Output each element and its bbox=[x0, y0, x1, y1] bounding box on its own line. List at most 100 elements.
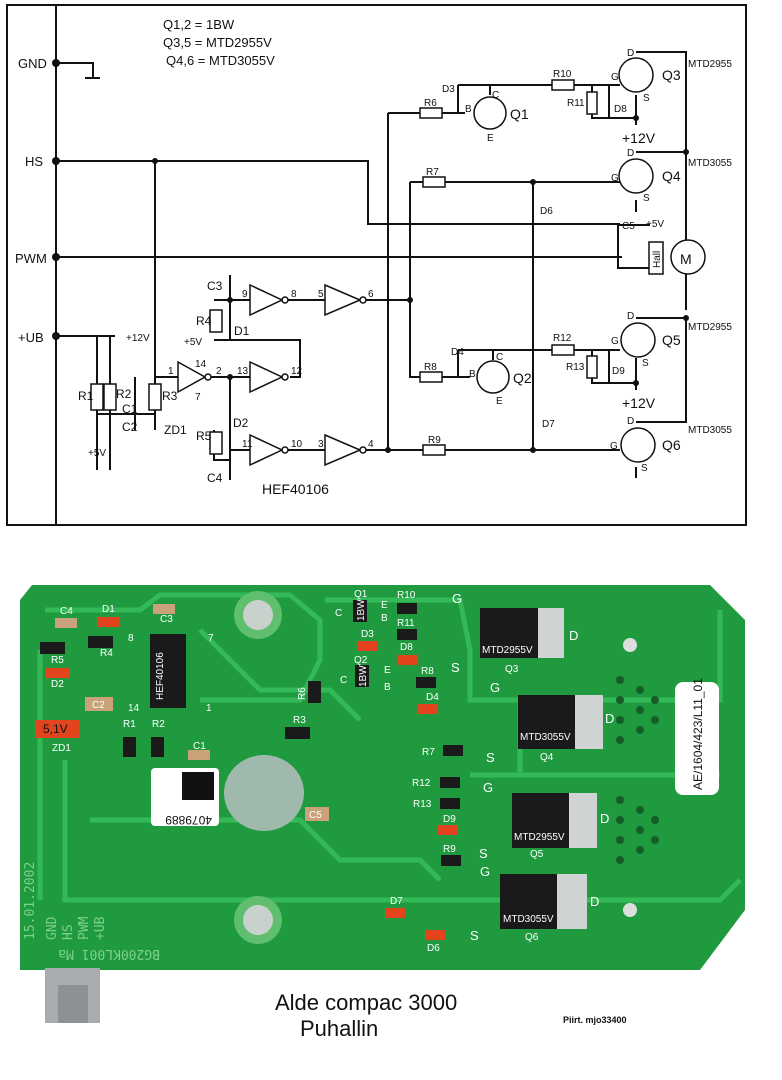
supply-5v-ic: +5V bbox=[184, 337, 202, 348]
motor-pad-top bbox=[623, 638, 637, 652]
q1-emitter: E bbox=[487, 133, 494, 144]
schmitt-inverters bbox=[177, 283, 367, 467]
q5-source: S bbox=[642, 358, 649, 369]
r12-label: R12 bbox=[553, 333, 572, 344]
supply-5v-hall: +5V bbox=[646, 219, 664, 230]
pcb-pin-8: 8 bbox=[128, 633, 134, 644]
c3-label: C3 bbox=[207, 279, 223, 293]
silkscreen: GND HS PWM +UB 15.01.2002 BG200KL001 Ma bbox=[23, 862, 160, 961]
q3-drain: D bbox=[627, 48, 634, 59]
pcb-r9: R9 bbox=[443, 844, 456, 855]
resistor-bodies bbox=[90, 79, 598, 456]
pcb-q1-b: B bbox=[381, 613, 388, 624]
pcb-q5: Q5 bbox=[530, 849, 544, 860]
q3-source: S bbox=[643, 93, 650, 104]
pcb-c1: C1 bbox=[193, 741, 206, 752]
pcb-q3: Q3 bbox=[505, 664, 519, 675]
q1-label: Q1 bbox=[510, 106, 529, 122]
pcb-r11: R11 bbox=[397, 618, 415, 629]
datamatrix-code bbox=[182, 772, 214, 800]
transistor-pin-letters: D G S D G S D G S D G S C B E C B E bbox=[465, 48, 650, 474]
pcb-pin-14: 14 bbox=[128, 703, 140, 714]
barcode-number: 4079889 bbox=[165, 813, 212, 827]
pcb-q6-s: S bbox=[470, 928, 479, 943]
pin-11: 11 bbox=[242, 439, 253, 450]
pcb-photo: 4079889 HEF40106 5,1V bbox=[20, 585, 745, 1023]
r8-label: R8 bbox=[424, 362, 437, 373]
pin-1: 1 bbox=[168, 366, 174, 377]
silk-hs: HS bbox=[61, 924, 76, 940]
pcb-q6-d: D bbox=[590, 894, 599, 909]
pcb-q2-c: C bbox=[340, 675, 347, 686]
q4-label: Q4 bbox=[662, 168, 681, 184]
pcb-q1-c: C bbox=[335, 608, 342, 619]
pcb-d6: D6 bbox=[427, 943, 440, 954]
pcb-q5-part: MTD2955V bbox=[514, 832, 565, 843]
r10-label: R10 bbox=[553, 69, 572, 80]
q2-label: Q2 bbox=[513, 370, 532, 386]
zener-value: 5,1V bbox=[43, 722, 68, 736]
via-arrays bbox=[616, 676, 659, 864]
pcb-q4-s: S bbox=[486, 750, 495, 765]
q3-gate: G bbox=[611, 72, 619, 83]
supply-12v-q5: +12V bbox=[622, 395, 656, 411]
q6-label: Q6 bbox=[662, 437, 681, 453]
silk-board-code: BG200KL001 Ma bbox=[58, 946, 160, 961]
terminal-hs-label: HS bbox=[25, 154, 43, 169]
d7-label: D7 bbox=[542, 419, 555, 430]
pcb-d9: D9 bbox=[443, 814, 456, 825]
ground-symbol bbox=[56, 62, 100, 79]
pcb-q2-mark: 1BW bbox=[358, 665, 369, 687]
zd1-label: ZD1 bbox=[164, 423, 187, 437]
q1-collector: C bbox=[492, 90, 499, 101]
q5-gate: G bbox=[611, 336, 619, 347]
smd-capacitors bbox=[55, 604, 329, 821]
board-id: AE/1604/423/L11_01 bbox=[691, 678, 705, 790]
q4-gate: G bbox=[611, 173, 619, 184]
pcb-q3-d: D bbox=[569, 628, 578, 643]
smd-diodes bbox=[45, 617, 458, 940]
silk-gnd: GND bbox=[45, 916, 60, 940]
d6-label: D6 bbox=[540, 206, 553, 217]
terminal-ub-label: +UB bbox=[18, 330, 44, 345]
pin-9: 9 bbox=[242, 289, 248, 300]
pcb-q2: Q2 bbox=[354, 655, 368, 666]
pcb-d2: D2 bbox=[51, 679, 64, 690]
pcb-board bbox=[20, 585, 745, 970]
pcb-c5: C5 bbox=[309, 810, 322, 821]
q6-gate: G bbox=[610, 441, 618, 452]
pcb-d1: D1 bbox=[102, 604, 115, 615]
pcb-r10: R10 bbox=[397, 590, 416, 601]
connector-latch bbox=[58, 985, 88, 1023]
zener-body bbox=[35, 720, 80, 738]
supply-5v-left: +5V bbox=[88, 448, 106, 459]
gate-pin-numbers: 9 8 5 6 1 2 14 7 13 12 11 10 3 4 bbox=[168, 289, 374, 450]
pcb-r13: R13 bbox=[413, 799, 432, 810]
d9-label: D9 bbox=[612, 366, 625, 377]
silk-pwm: PWM bbox=[77, 916, 92, 940]
r5-label: R5 bbox=[196, 429, 212, 443]
note-q46: Q4,6 = MTD3055V bbox=[166, 53, 275, 68]
q3-label: Q3 bbox=[662, 67, 681, 83]
terminal-pwm-label: PWM bbox=[15, 251, 47, 266]
center-hole bbox=[224, 755, 304, 831]
pin-5: 5 bbox=[318, 289, 324, 300]
pcb-r2: R2 bbox=[152, 719, 165, 730]
pin-10: 10 bbox=[291, 439, 303, 450]
c4-label: C4 bbox=[207, 471, 223, 485]
silk-date: 15.01.2002 bbox=[23, 862, 38, 940]
pcb-d3: D3 bbox=[361, 629, 374, 640]
pcb-q3-part: MTD2955V bbox=[482, 645, 533, 656]
pin-6: 6 bbox=[368, 289, 374, 300]
smd-resistors bbox=[40, 603, 463, 866]
pin-8: 8 bbox=[291, 289, 297, 300]
d3-label: D3 bbox=[442, 84, 455, 95]
chip-marking: HEF40106 bbox=[155, 652, 166, 700]
pcb-labels: C4 D1 C3 R4 R5 D2 C2 8 7 14 1 ZD1 R1 R2 … bbox=[51, 589, 614, 954]
schematic: Q1,2 = 1BW Q3,5 = MTD2955V Q4,6 = MTD305… bbox=[6, 4, 747, 526]
supply-12v-left: +12V bbox=[126, 333, 150, 344]
pcb-r7: R7 bbox=[422, 747, 435, 758]
q6-source: S bbox=[641, 463, 648, 474]
pcb-r12: R12 bbox=[412, 778, 431, 789]
pcb-q6-g: G bbox=[480, 864, 490, 879]
